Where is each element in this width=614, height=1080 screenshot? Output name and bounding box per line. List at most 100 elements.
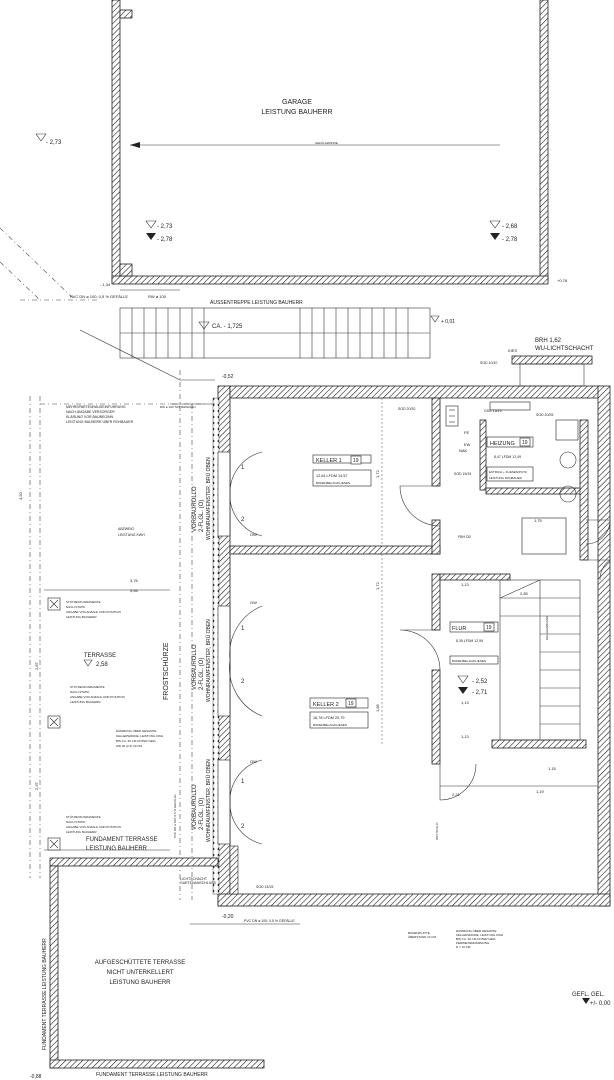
mehrsparten-4: LEISTUNG BAUHERR ÜBER ROHBAUER — [66, 420, 134, 424]
terrace-title: TERRASSE — [84, 653, 116, 659]
bodenplatte-2: ÜBERSTAND 10 CM — [408, 935, 436, 939]
garage-level-4: - 2,68 — [502, 224, 518, 230]
level-088: -0,88 — [30, 1074, 42, 1080]
terrace-dim-2: 3,76 — [130, 578, 139, 583]
rw-top-label: RW ø 100; MIT REINIGEN — [160, 405, 196, 409]
dim-172a: 1,72 — [375, 469, 380, 478]
gw-label-1: GW — [250, 532, 257, 537]
level-marker-filled-icon — [582, 998, 590, 1004]
mehrsparten-1: MEHRSPARTENHAUSEINFÜHRUNG — [66, 405, 126, 409]
stuetz-c1: STÜTZENFUNDAMENTE — [66, 815, 101, 819]
heizung-fixtures — [489, 401, 579, 555]
room-name: KELLER 2 — [313, 702, 339, 708]
window-no-2b: 2 — [241, 679, 245, 685]
level-marker-icon — [430, 315, 440, 323]
sod-label-2: SOD 20/25 — [536, 413, 553, 417]
daemm-t1: DÄMMUNG ÜBER GESAMTE — [116, 729, 157, 733]
vorbau-1c: WOHNRAUMFENSTER, BRÜ OBEN — [205, 457, 212, 540]
stuetz-a1: STÜTZENFUNDAMENTE — [66, 600, 101, 604]
abzweig-2: LEISTUNG KWH — [118, 533, 145, 537]
garage-level-1: - 2,73 — [46, 140, 62, 146]
level-marker-filled-icon — [458, 687, 468, 694]
room-keller-2: KELLER 2 19 16,78 LFDM 20,79 BODENBELAG/… — [309, 697, 369, 729]
wzt-label: WZT ROLLO — [435, 822, 439, 840]
outside-stair-title: AUSSENTREPPE LEISTUNG BAUHERR — [210, 300, 303, 306]
outside-level-2: +0,78 — [557, 278, 568, 283]
room-floor-2: LEISTUNG ROHBAUER — [489, 476, 523, 480]
stuetz-c3: ANGABE VON ANZAHL UND POSITION — [66, 825, 121, 829]
gsg-label: GSG 15/15 — [484, 409, 502, 413]
room-area: 12,64 LFDM 14,57 — [316, 474, 347, 478]
dim-113a: 1,13 — [461, 582, 470, 587]
window-no-2c: 2 — [241, 824, 245, 830]
terrace-level: 2,58 — [96, 662, 108, 668]
pvc-side-label: PVC DN ø 100; 0,5 % GEFÄLLE — [173, 794, 177, 838]
light-shaft — [445, 355, 593, 427]
flur-level-1: - 2,52 — [472, 679, 488, 685]
kies-label: KIES — [508, 348, 517, 353]
terrace-dim-4: 2,87 — [34, 661, 39, 670]
house-walls — [212, 385, 611, 907]
sod-label-5: SOD 10/10 — [480, 361, 497, 365]
dim-186: 1,86 — [375, 703, 380, 712]
garage-title: GARAGE — [282, 99, 312, 106]
stuetz-b2: NACH STATIK — [70, 690, 89, 694]
daemm-t2: KELLERWÄNDE, LEISTUNG KWH — [116, 734, 163, 738]
kellerabgang-label: KELLERABGANG — [545, 615, 549, 640]
dimensions: 1,72 1,72 1,86 1,13 1,13 1,13 1,75 1,19 … — [180, 361, 598, 949]
window-no-1c: 1 — [241, 779, 245, 785]
dim-172b: 1,72 — [375, 581, 380, 590]
outside-level-001: + 0,01 — [441, 319, 455, 325]
aufge-2: NICHT UNTERKELLERT — [106, 970, 173, 976]
gartenanschluss-label: GARTENANSCHLUSS — [180, 881, 217, 885]
vorbau-2a: VORBAUROLLO — [192, 644, 198, 690]
garage-level-5: - 2,78 — [502, 237, 518, 243]
room-stamp — [449, 621, 499, 633]
vorbau-3b: 2-FLGL. (O) — [199, 798, 205, 830]
outside-stair-level: CA. - 1,725 — [212, 324, 243, 330]
room-floor: ESTRICH + FLIESEN/PUTZ — [489, 470, 527, 474]
vorbau-2c: WOHNRAUMFENSTER, BRÜ OBEN — [205, 619, 212, 702]
vorbau-2b: 2-FLGL. (O) — [199, 658, 205, 690]
pvc-bottom-label: PVC DN ø 100; 0,5 % GEFÄLLE — [244, 919, 295, 923]
daemm-t3: BIS CA. 30 CM UNTER GEFL — [116, 739, 157, 743]
brh-label: BRH 1,62 — [535, 338, 562, 344]
room-stamp — [312, 454, 372, 464]
ew-label: EW — [464, 442, 471, 447]
dim-113c: 1,13 — [461, 734, 470, 739]
garage-level-2: - 2,73 — [157, 224, 173, 230]
garage-gefaelle-label: GEFÄLLERINNE — [315, 141, 338, 145]
stuetz-a4: LEISTUNG BAUHERR — [66, 615, 97, 619]
terrace-area: RW ø 100; MIT REINIGEN MEHRSPARTENHAUSEI… — [18, 329, 215, 900]
pvc-pipe-label: PVC DN ø 100; 0,5 % GEFÄLLE — [70, 294, 128, 299]
pm000-label: +/- 0,00 — [590, 1001, 611, 1007]
outside-level-052: -0,52 — [222, 374, 234, 380]
room-number: 19 — [353, 458, 359, 464]
daemm-2: KELLERWÄNDE, LEISTUNG KWH — [456, 933, 503, 937]
garage: GARAGE LEISTUNG BAUHERR GEFÄLLERINNE - 2… — [35, 0, 549, 285]
terrace-dim-5: 2,37 — [34, 781, 39, 790]
room-number: 19 — [348, 701, 354, 707]
gw-label-2: GW — [250, 600, 257, 605]
room-flur: FLUR 19 8,35 LFDM 12,59 BODENBELAG/FLIES… — [449, 621, 499, 696]
stuetz-a3: ANGABE VON ANZAHL UND POSITION — [66, 610, 121, 614]
fundament-terrace-2: LEISTUNG BAUHERR — [86, 846, 148, 852]
level-marker-icon — [489, 220, 501, 229]
lichtschacht-small-label: LICHTSCHACHT — [180, 877, 208, 881]
daemm-5: D = 10 CM — [456, 945, 471, 949]
stuetz-a2: NACH STATIK — [66, 605, 85, 609]
stuetz-b1: STÜTZENFUNDAMENTE — [70, 685, 105, 689]
terrace-dim-3: 3,46 — [130, 588, 139, 593]
garage-subtitle: LEISTUNG BAUHERR — [261, 109, 332, 116]
abzweig-1: ABZWEIG — [118, 527, 134, 531]
room-heizung: HEIZUNG 19 8,47 LFDM 12,49 ESTRICH + FLI… — [486, 436, 534, 482]
dim-175: 1,75 — [534, 518, 543, 523]
room-name: HEIZUNG — [490, 441, 515, 447]
dim-115: 1,15 — [548, 766, 557, 771]
window-casements: 1 2 1 2 1 2 GW GW GW — [229, 451, 263, 845]
garage-level-3: - 2,78 — [157, 237, 173, 243]
fbh-label: FBH DD — [458, 535, 472, 539]
aufge-3: LEISTUNG BAUHERR — [109, 980, 171, 986]
stuetz-b3: ANGABE VON ANZAHL UND POSITION — [70, 695, 125, 699]
